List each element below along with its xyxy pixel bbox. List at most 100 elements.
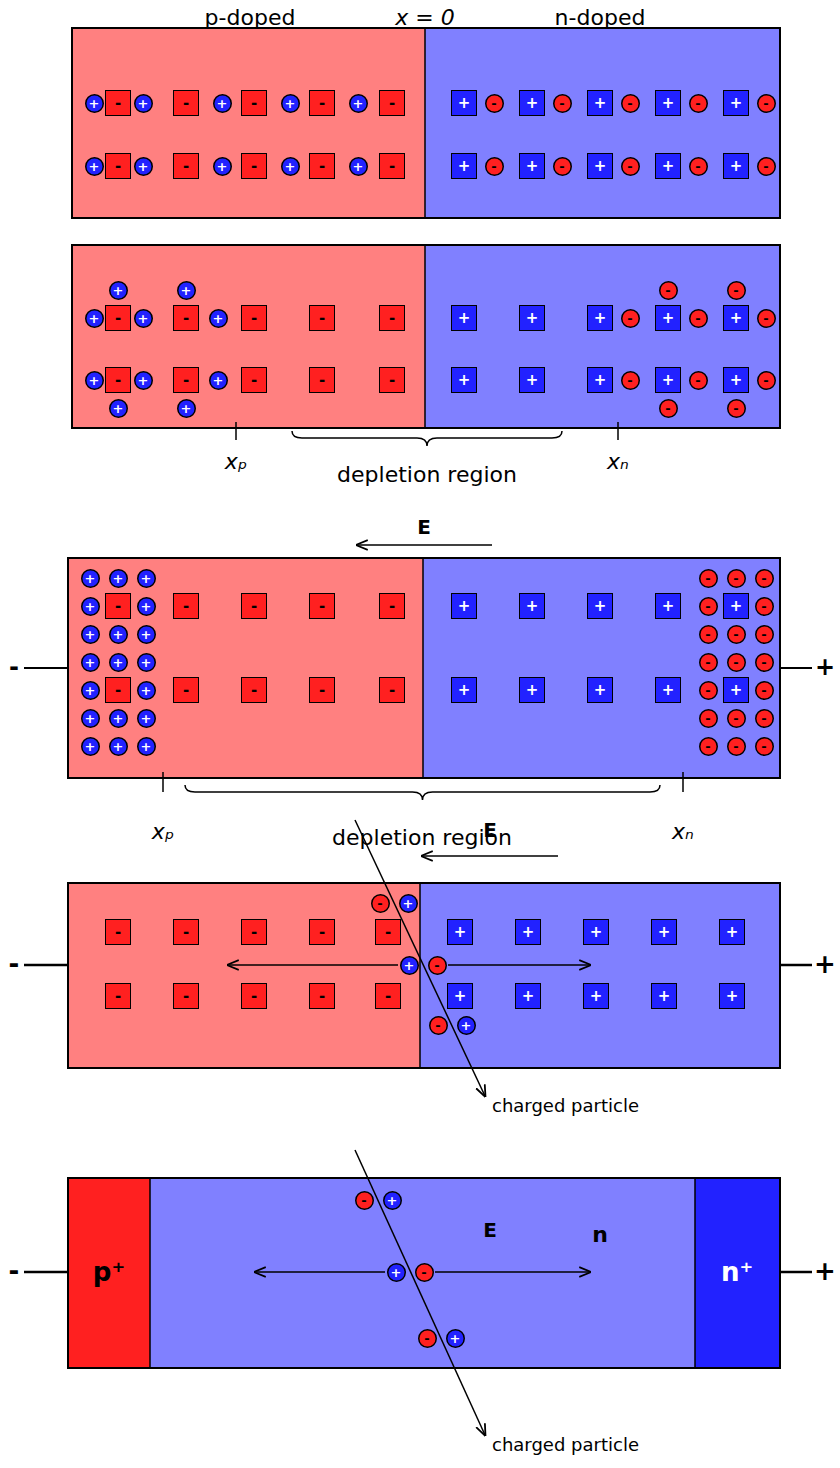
charge-sign: -: [627, 312, 632, 325]
charge-sign: -: [319, 925, 325, 940]
charge-sign: +: [113, 284, 124, 297]
terminal-wire: [24, 964, 68, 967]
charge-sign: +: [89, 160, 100, 173]
electron: -: [621, 94, 640, 113]
carrier-circle: [757, 371, 775, 389]
acceptor-ion: -: [173, 153, 199, 179]
charge-sign: -: [705, 712, 710, 725]
electron: -: [727, 569, 746, 588]
charge-sign: +: [454, 989, 467, 1004]
carrier-circle: [387, 1263, 405, 1281]
diagram-label: -: [9, 950, 20, 980]
diagram-label: E: [483, 819, 497, 842]
acceptor-ion: -: [379, 677, 405, 703]
acceptor-ion: -: [309, 677, 335, 703]
charge-sign: -: [389, 96, 395, 111]
carrier-circle: [81, 681, 99, 699]
n-doped-region: [420, 883, 780, 1068]
electron: -: [727, 281, 746, 300]
carrier-circle: [134, 371, 152, 389]
diagram-label: E: [417, 516, 431, 539]
charge-sign: -: [559, 97, 564, 110]
charge-sign: -: [319, 989, 325, 1004]
charge-sign: -: [115, 989, 121, 1004]
charge-sign: +: [522, 925, 535, 940]
electron: -: [727, 653, 746, 672]
carrier-circle: [621, 157, 639, 175]
electron: -: [727, 399, 746, 418]
charge-sign: -: [627, 374, 632, 387]
field-arrow: [357, 544, 492, 546]
carrier-circle: [415, 1263, 433, 1281]
charge-sign: +: [458, 96, 471, 111]
charge-sign: -: [183, 925, 189, 940]
charge-sign: +: [217, 97, 228, 110]
charge-sign: -: [319, 159, 325, 174]
acceptor-ion: -: [105, 90, 131, 116]
carrier-circle: [457, 1016, 475, 1034]
charge-sign: +: [403, 897, 414, 910]
charge-sign: -: [319, 96, 325, 111]
charge-sign: +: [141, 628, 152, 641]
acceptor-ion: -: [105, 305, 131, 331]
charge-sign: -: [733, 656, 738, 669]
electron: -: [699, 569, 718, 588]
electron: -: [727, 737, 746, 756]
donor-ion: +: [655, 90, 681, 116]
electron: -: [659, 281, 678, 300]
charge-sign: +: [404, 959, 415, 972]
acceptor-ion: -: [105, 677, 131, 703]
junction-line: [424, 245, 426, 428]
hole: +: [349, 157, 368, 176]
charge-sign: -: [115, 925, 121, 940]
donor-ion: +: [655, 367, 681, 393]
donor-ion: +: [723, 593, 749, 619]
carrier-circle: [109, 625, 127, 643]
depletion-brace: [292, 431, 562, 446]
carrier-circle: [689, 371, 707, 389]
charge-sign: -: [251, 311, 257, 326]
hole: +: [387, 1263, 406, 1282]
electron: -: [418, 1329, 437, 1348]
carrier-circle: [109, 653, 127, 671]
hole: +: [109, 625, 128, 644]
diagram-label: +: [814, 1257, 836, 1287]
charge-sign: +: [113, 740, 124, 753]
diagram-label: +: [815, 654, 835, 682]
electron: -: [757, 94, 776, 113]
carrier-circle: [371, 894, 389, 912]
acceptor-ion: -: [105, 919, 131, 945]
electron: -: [755, 569, 774, 588]
hole: +: [81, 653, 100, 672]
carrier-circle: [689, 309, 707, 327]
acceptor-ion: -: [309, 919, 335, 945]
charge-sign: +: [590, 989, 603, 1004]
charge-sign: +: [522, 989, 535, 1004]
charge-sign: +: [387, 1194, 398, 1207]
charge-sign: -: [733, 572, 738, 585]
acceptor-ion: -: [309, 593, 335, 619]
donor-ion: +: [587, 153, 613, 179]
charge-sign: +: [458, 599, 471, 614]
charge-sign: +: [217, 160, 228, 173]
charge-sign: -: [733, 284, 738, 297]
carrier-circle: [109, 399, 127, 417]
electron: -: [699, 681, 718, 700]
donor-ion: +: [515, 983, 541, 1009]
hole: +: [85, 157, 104, 176]
charge-sign: +: [526, 159, 539, 174]
charge-sign: -: [491, 160, 496, 173]
carrier-circle: [109, 281, 127, 299]
charge-sign: +: [526, 311, 539, 326]
charge-sign: -: [705, 628, 710, 641]
carrier-circle: [727, 281, 745, 299]
carrier-circle: [689, 94, 707, 112]
charge-sign: +: [594, 311, 607, 326]
panel-outline: [72, 28, 780, 218]
charge-sign: -: [251, 683, 257, 698]
donor-ion: +: [655, 305, 681, 331]
charge-sign: -: [435, 1019, 440, 1032]
charge-sign: -: [763, 97, 768, 110]
donor-ion: +: [583, 919, 609, 945]
diagram-label: n-doped: [555, 5, 646, 30]
